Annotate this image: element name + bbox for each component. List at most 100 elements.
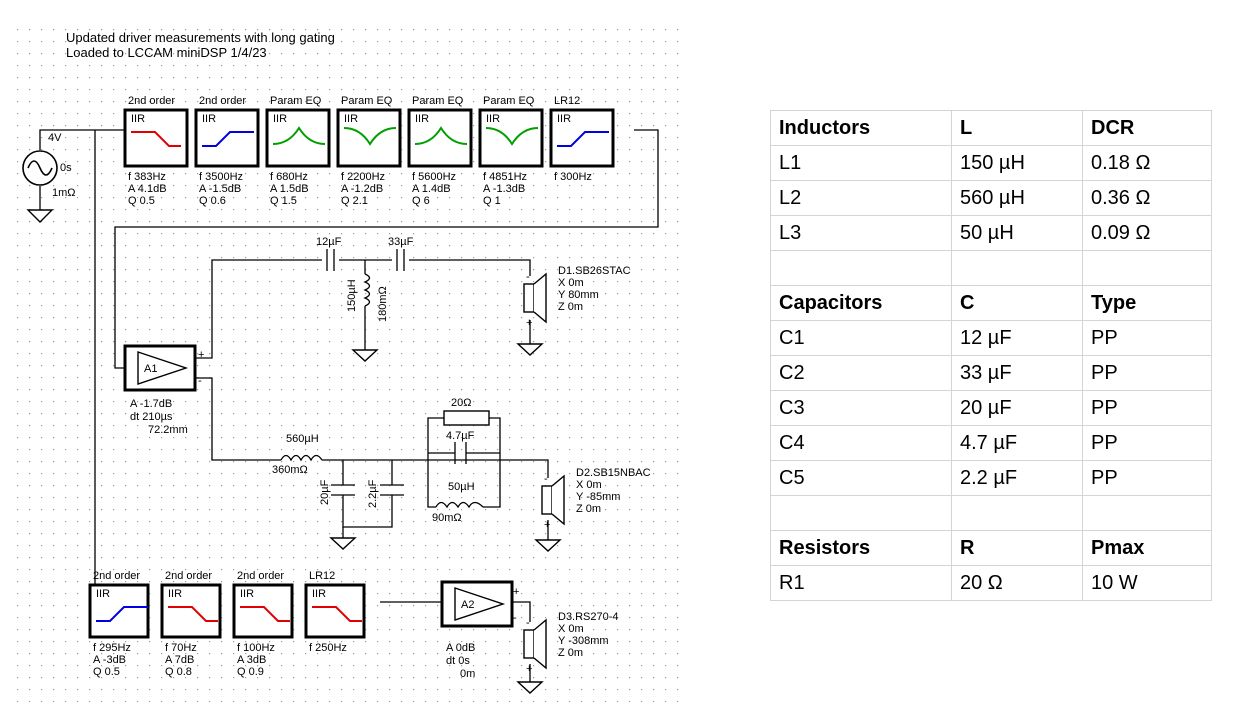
filter-param: Q 0.8 bbox=[165, 666, 192, 678]
c5-value: 2.2µF bbox=[367, 479, 379, 508]
ground-icon bbox=[351, 349, 379, 362]
driver-position: X 0m bbox=[558, 277, 584, 289]
c2-value: 33µF bbox=[388, 236, 414, 248]
filter-type-label: 2nd order bbox=[128, 95, 175, 107]
amplifier-a1[interactable]: A1 + - A -1.7dB dt 210µs 72.2mm bbox=[123, 344, 204, 436]
filter-type-label: 2nd order bbox=[199, 95, 246, 107]
filter-param: A 1.5dB bbox=[270, 183, 309, 195]
ground-icon bbox=[516, 681, 544, 694]
filter-type-label: Param EQ bbox=[341, 95, 393, 107]
amp2-param-0: A 0dB bbox=[446, 642, 475, 654]
filter-param: A 1.4dB bbox=[412, 183, 451, 195]
source-impedance: 1mΩ bbox=[52, 187, 76, 199]
filter-param: f 300Hz bbox=[554, 171, 592, 183]
source-voltage: 4V bbox=[48, 132, 62, 144]
table-cell bbox=[770, 250, 952, 286]
l2-dcr: 360mΩ bbox=[272, 464, 308, 476]
filter-type-label: 2nd order bbox=[237, 570, 284, 582]
inductor-l2[interactable]: 560µH 360mΩ bbox=[272, 433, 323, 476]
inductor-l1[interactable]: 150µH 180mΩ bbox=[346, 273, 389, 322]
table-cell: R bbox=[951, 530, 1083, 566]
l1-value: 150µH bbox=[346, 279, 358, 312]
amp1-name: A1 bbox=[144, 363, 157, 375]
table-row bbox=[770, 250, 1212, 286]
driver-minus: - bbox=[544, 473, 548, 485]
filter-type-label: 2nd order bbox=[165, 570, 212, 582]
capacitor-c3[interactable]: 20µF bbox=[319, 479, 355, 505]
table-cell: 20 µF bbox=[951, 390, 1083, 426]
inductor-l3[interactable]: 50µH 90mΩ bbox=[432, 481, 484, 524]
amp1-param-2: 72.2mm bbox=[148, 424, 188, 436]
filter-param: f 295Hz bbox=[93, 642, 131, 654]
filter-param: f 250Hz bbox=[309, 642, 347, 654]
amp1-plus: + bbox=[198, 349, 204, 361]
capacitor-c1[interactable]: 12µF bbox=[316, 236, 342, 272]
capacitor-c4[interactable]: 4.7µF bbox=[446, 430, 475, 464]
filter-param: Q 2.1 bbox=[341, 195, 368, 207]
c3-value: 20µF bbox=[319, 479, 331, 505]
capacitor-c5[interactable]: 2.2µF bbox=[367, 479, 404, 508]
filter-param: Q 1 bbox=[483, 195, 501, 207]
table-cell: 50 µH bbox=[951, 215, 1083, 251]
capacitor-c2[interactable]: 33µF bbox=[388, 236, 414, 272]
table-cell: L bbox=[951, 110, 1083, 146]
table-cell: L3 bbox=[770, 215, 952, 251]
driver-name: D2.SB15NBAC bbox=[576, 467, 651, 479]
driver-position: X 0m bbox=[576, 479, 602, 491]
table-cell: 20 Ω bbox=[951, 565, 1083, 601]
table-cell: L2 bbox=[770, 180, 952, 216]
driver-position: Y -85mm bbox=[576, 491, 620, 503]
filter-type-label: LR12 bbox=[309, 570, 335, 582]
filter-param: f 4851Hz bbox=[483, 171, 527, 183]
filter-param: f 2200Hz bbox=[341, 171, 385, 183]
l3-value: 50µH bbox=[448, 481, 475, 493]
table-cell: 0.18 Ω bbox=[1082, 145, 1212, 181]
table-cell: 0.36 Ω bbox=[1082, 180, 1212, 216]
amp2-param-2: 0m bbox=[460, 668, 475, 680]
table-cell: C5 bbox=[770, 460, 952, 496]
driver-position: Y 80mm bbox=[558, 289, 599, 301]
filter-param: Q 0.5 bbox=[128, 195, 155, 207]
resistor-r1[interactable]: 20Ω bbox=[443, 397, 490, 426]
amplifier-a2[interactable]: A2 + - A 0dB dt 0s 0m bbox=[440, 580, 519, 680]
driver-plus: + bbox=[526, 317, 532, 329]
driver-minus: - bbox=[526, 271, 530, 283]
table-cell: 4.7 µF bbox=[951, 425, 1083, 461]
table-cell bbox=[951, 495, 1083, 531]
filter-tag: IIR bbox=[344, 113, 358, 125]
table-row bbox=[770, 495, 1212, 531]
table-cell: PP bbox=[1082, 460, 1212, 496]
speaker-icon bbox=[523, 629, 535, 659]
table-cell: 2.2 µF bbox=[951, 460, 1083, 496]
source-phase: 0s bbox=[60, 162, 72, 174]
driver-plus: + bbox=[526, 663, 532, 675]
table-cell: 10 W bbox=[1082, 565, 1212, 601]
table-cell bbox=[951, 250, 1083, 286]
table-cell: C2 bbox=[770, 355, 952, 391]
filter-param: Q 0.6 bbox=[199, 195, 226, 207]
filter-param: A -1.3dB bbox=[483, 183, 525, 195]
